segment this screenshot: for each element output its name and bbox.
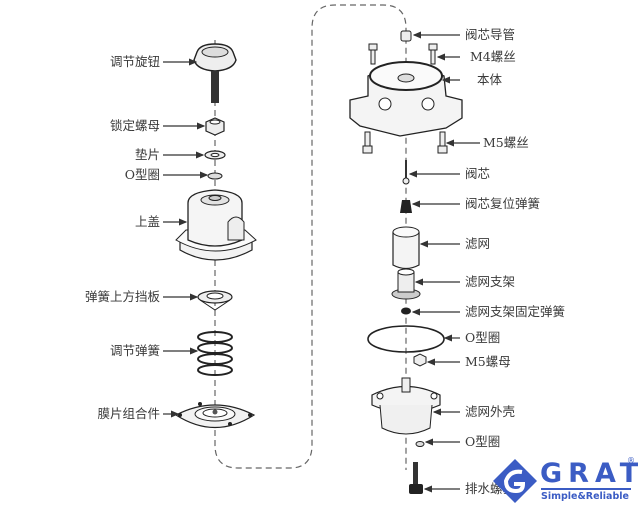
label-valve-return-spring: 阀芯复位弹簧 xyxy=(465,196,541,211)
spring-upper-plate-part xyxy=(197,290,233,311)
valve-core-part xyxy=(402,160,410,185)
valve-guide-part xyxy=(400,30,412,42)
lock-nut-part xyxy=(205,117,225,136)
label-lock-nut: 锁定螺母 xyxy=(109,118,160,133)
adjusting-spring-part xyxy=(197,331,233,376)
label-valve-body: 本体 xyxy=(477,72,503,87)
label-large-o-ring: O型圈 xyxy=(465,330,501,345)
label-o-ring-top: O型圈 xyxy=(124,167,160,182)
label-m5-screw: M5螺丝 xyxy=(483,135,529,150)
upper-cover-part xyxy=(175,189,257,261)
label-diaphragm-assembly: 膜片组合件 xyxy=(97,406,160,421)
label-valve-guide: 阀芯导管 xyxy=(465,27,516,42)
adjusting-knob-part xyxy=(193,43,237,103)
label-upper-cover: 上盖 xyxy=(134,214,160,229)
brand-name: GRAT xyxy=(540,458,638,489)
grat-logo: GRAT ® Simple&Reliable xyxy=(492,456,638,508)
label-washer: 垫片 xyxy=(134,147,160,162)
valve-body-part xyxy=(349,61,463,137)
filter-screen-part xyxy=(392,226,420,270)
label-filter-screen: 滤网 xyxy=(465,236,491,251)
o-ring-part xyxy=(207,172,223,180)
leader-lines xyxy=(163,31,480,493)
label-adjusting-knob: 调节旋钮 xyxy=(109,54,160,69)
label-small-o-ring: O型圈 xyxy=(465,434,501,449)
registered-mark: ® xyxy=(627,456,635,465)
label-bracket-fixing-spring: 滤网支架固定弹簧 xyxy=(465,304,566,319)
label-m4-screw: M4螺丝 xyxy=(470,49,516,64)
logo-divider xyxy=(541,488,631,490)
small-o-ring-part xyxy=(415,441,425,447)
filter-bracket-part xyxy=(391,268,421,300)
filter-housing-part xyxy=(371,377,441,435)
diaphragm-assembly-part xyxy=(174,402,256,429)
label-m5-nut: M5螺母 xyxy=(465,354,511,369)
brand-tagline: Simple&Reliable xyxy=(541,491,629,502)
m5-nut-part xyxy=(413,353,427,367)
label-filter-bracket: 滤网支架 xyxy=(465,274,516,289)
m5-screw-part xyxy=(362,131,448,154)
assembly-path-dashed xyxy=(214,4,407,470)
m4-screw-part xyxy=(368,43,438,65)
label-adjusting-spring: 调节弹簧 xyxy=(109,343,160,358)
label-filter-housing: 滤网外壳 xyxy=(465,404,516,419)
bracket-fixing-spring-part xyxy=(401,307,411,315)
drain-plug-part xyxy=(409,462,423,494)
valve-return-spring-part xyxy=(400,200,412,213)
label-valve-core: 阀芯 xyxy=(465,166,491,181)
grat-diamond-icon xyxy=(493,459,537,503)
label-spring-upper-plate: 弹簧上方挡板 xyxy=(84,289,160,304)
